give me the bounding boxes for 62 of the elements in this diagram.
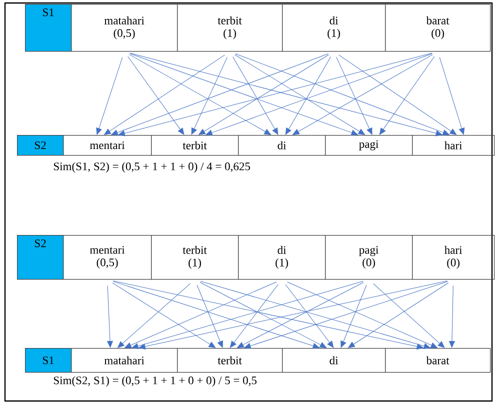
arrow: [237, 282, 364, 348]
arrow: [96, 57, 123, 135]
table-cell: matahari (0,5): [71, 4, 178, 52]
arrow: [340, 284, 367, 348]
arrow: [244, 281, 448, 349]
arrow: [230, 284, 278, 348]
arrow: [191, 56, 228, 135]
formula-text: Sim(S1, S2) = (0,5 + 1 + 1 + 0) / 4 = 0,625: [54, 162, 250, 173]
table-cell: barat: [385, 348, 491, 373]
arrow: [449, 285, 455, 348]
arrow: [287, 282, 438, 348]
arrow: [338, 54, 457, 135]
arrow: [196, 284, 223, 348]
arrow: [124, 282, 277, 348]
arrow: [379, 56, 435, 135]
arrow: [138, 280, 448, 350]
arrow: [132, 281, 364, 349]
arrow: [200, 282, 326, 348]
arrow: [232, 56, 278, 135]
arrow: [130, 53, 358, 136]
arrow: [112, 280, 424, 350]
arrow: [107, 285, 113, 348]
arrow: [129, 54, 271, 135]
arrow: [104, 54, 226, 135]
arrow: [206, 53, 432, 136]
arrow: [112, 282, 216, 348]
header-cell: S2: [17, 235, 64, 280]
arrow: [439, 57, 465, 135]
header-cell: S1: [25, 348, 72, 373]
table-cell: pagi: [325, 135, 413, 156]
arrow: [336, 56, 372, 135]
table-cell: terbit (1): [177, 4, 283, 52]
arrow: [234, 54, 366, 135]
arrow: [198, 54, 329, 135]
arrow: [111, 53, 328, 136]
table-cell: hari (0): [412, 235, 495, 280]
table-cell: di: [238, 135, 326, 156]
formula-text: Sim(S2, S1) = (0,5 + 1 + 1 + 0 + 0) / 5 = 0,5: [54, 376, 256, 387]
table-cell: matahari: [71, 348, 178, 373]
table-cell: mentari (0,5): [63, 235, 152, 280]
table-cell: terbit: [177, 348, 283, 373]
arrow: [348, 282, 449, 348]
arrow: [292, 54, 433, 135]
arrow: [118, 283, 191, 348]
header-cell: S1: [25, 4, 72, 52]
arrow: [285, 56, 332, 135]
table-cell: pagi (0): [325, 235, 413, 280]
table-cell: di: [282, 348, 386, 373]
arrow: [235, 53, 450, 136]
arrow: [285, 284, 334, 348]
arrow: [200, 281, 430, 349]
table-cell: terbit (1): [151, 235, 239, 280]
header-cell: S2: [17, 135, 64, 156]
arrow: [373, 283, 445, 348]
table-cell: barat (0): [385, 4, 491, 52]
table-cell: mentari: [63, 135, 152, 156]
table-cell: terbit: [151, 135, 239, 156]
table-cell: di (1): [238, 235, 326, 280]
arrow: [112, 281, 320, 349]
table-cell: di (1): [282, 4, 386, 52]
table-cell: hari: [412, 135, 495, 156]
arrow: [128, 56, 184, 135]
